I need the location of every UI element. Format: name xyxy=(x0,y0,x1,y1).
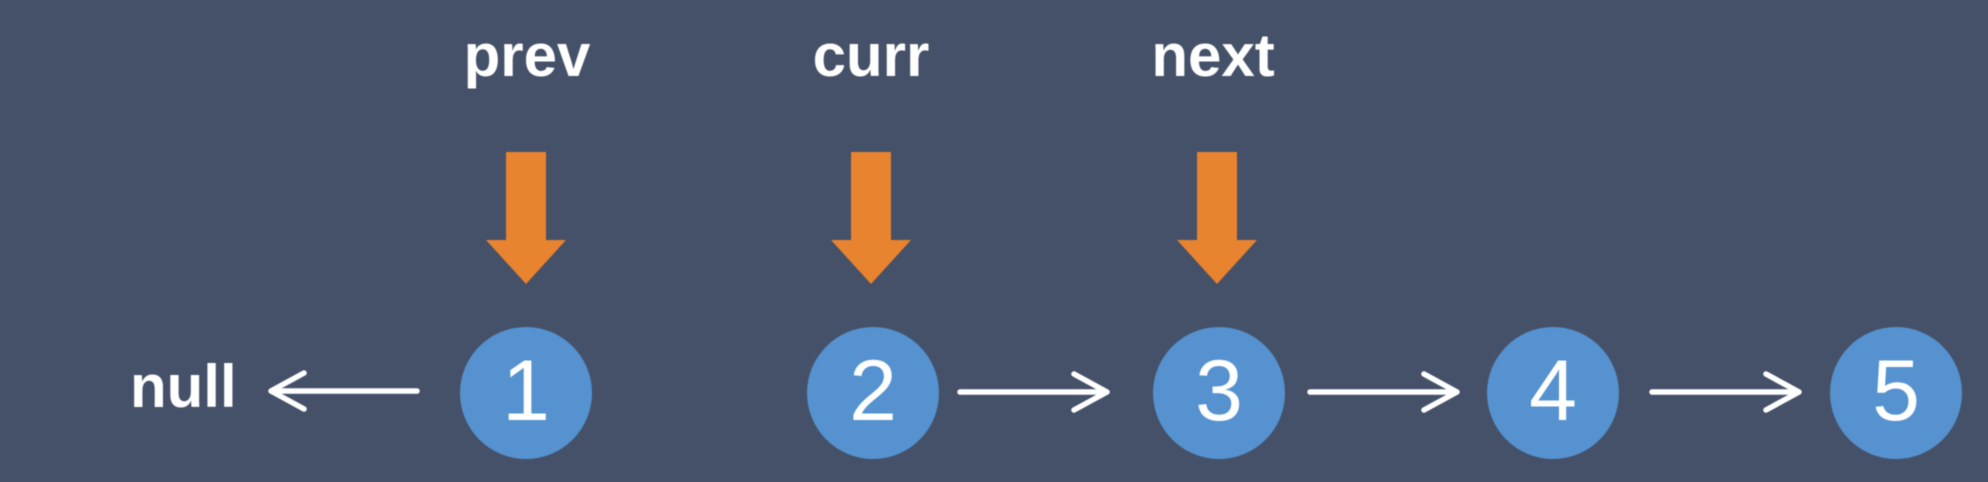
list-node-5: 5 xyxy=(1830,327,1962,459)
list-node-3: 3 xyxy=(1153,327,1285,459)
pointer-label-curr: curr xyxy=(812,22,930,89)
next-pointer-down-arrow-icon xyxy=(1177,152,1257,284)
node-value: 1 xyxy=(502,343,550,439)
arrow-shaft xyxy=(1197,152,1237,240)
curr-pointer-down-arrow-icon xyxy=(831,152,911,284)
arrow-shaft xyxy=(506,152,546,240)
link-arrow-4-to-5 xyxy=(1649,371,1802,413)
list-node-1: 1 xyxy=(460,327,592,459)
pointer-label-prev: prev xyxy=(463,22,591,89)
list-node-4: 4 xyxy=(1487,327,1619,459)
prev-pointer-down-arrow-icon xyxy=(486,152,566,284)
list-node-2: 2 xyxy=(807,327,939,459)
node-value: 2 xyxy=(849,343,897,439)
node-value: 5 xyxy=(1872,343,1920,439)
link-arrow-3-to-4 xyxy=(1307,371,1460,413)
node-value: 4 xyxy=(1529,343,1577,439)
arrow-shaft xyxy=(851,152,891,240)
arrow-head xyxy=(831,240,911,284)
pointer-label-next: next xyxy=(1151,22,1275,89)
node-value: 3 xyxy=(1195,343,1243,439)
arrow-head xyxy=(1177,240,1257,284)
link-arrow-2-to-3 xyxy=(957,371,1110,413)
arrow-head xyxy=(486,240,566,284)
link-arrow-1-to-null xyxy=(268,370,420,412)
null-label: null xyxy=(130,353,237,420)
